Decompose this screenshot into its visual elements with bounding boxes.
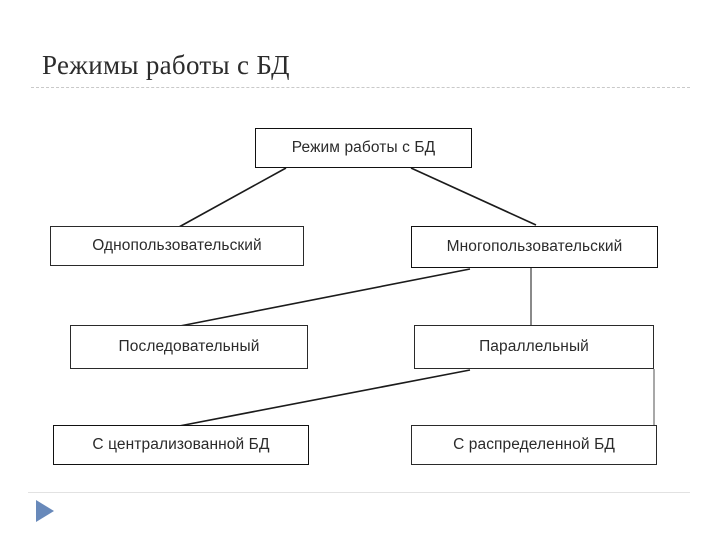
footer-divider [28,492,690,493]
edge-multi-to-serial [179,268,471,327]
node-sequential[interactable]: Последовательный [70,325,308,369]
edge-parallel-to-central [178,369,471,427]
node-centralized-db[interactable]: С централизованной БД [53,425,309,465]
edge-root-to-single [178,167,287,228]
page-title: Режимы работы с БД [42,50,290,80]
node-single-user[interactable]: Однопользовательский [50,226,304,266]
title-divider [31,87,690,88]
node-distributed-db[interactable]: С распределенной БД [411,425,657,465]
play-triangle-icon[interactable] [36,500,54,522]
node-parallel[interactable]: Параллельный [414,325,654,369]
node-root[interactable]: Режим работы с БД [255,128,472,168]
edge-root-to-multi [410,167,537,226]
node-multi-user[interactable]: Многопользовательский [411,226,658,268]
